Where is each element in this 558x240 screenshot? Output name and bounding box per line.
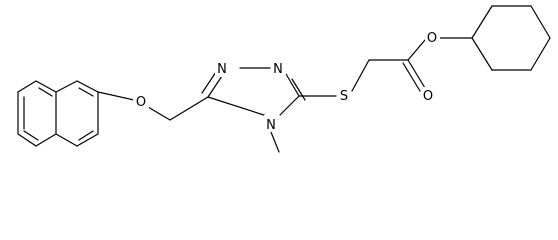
- bond: [530, 37, 551, 71]
- bond: [169, 96, 209, 121]
- atom-label-nitrogen-n4: N: [266, 118, 276, 133]
- molecule-structure-diagram: O N N N S O O: [17, 5, 551, 153]
- bond: [279, 95, 300, 116]
- atom-label-nitrogen-n2: N: [273, 62, 283, 77]
- bond: [351, 59, 370, 92]
- bond: [55, 133, 78, 147]
- atom-label-oxygen-carbonyl: O: [423, 89, 433, 104]
- bond: [76, 133, 99, 147]
- bond: [471, 37, 493, 71]
- bond: [55, 80, 78, 93]
- atom-label-sulfur: S: [340, 89, 348, 104]
- atom-label-nitrogen-n1: N: [217, 62, 227, 77]
- bond: [207, 75, 223, 98]
- bond: [530, 5, 551, 39]
- bonds: [17, 5, 551, 153]
- bond: [17, 80, 37, 93]
- bond: [76, 80, 99, 93]
- bond-double: [78, 130, 94, 141]
- bond-double: [201, 71, 217, 94]
- bond: [35, 133, 57, 147]
- bond: [35, 80, 57, 93]
- bond: [270, 131, 280, 153]
- atom-labels: O N N N S O O: [133, 30, 440, 133]
- bond: [407, 59, 426, 89]
- bond-double: [23, 130, 39, 141]
- bond: [147, 106, 171, 121]
- bond-double: [38, 87, 53, 97]
- bond: [17, 133, 37, 147]
- bond: [471, 5, 493, 39]
- atom-label-oxygen-ester: O: [427, 31, 437, 46]
- bond: [207, 96, 271, 118]
- bond-double: [78, 87, 94, 97]
- structure-canvas: O N N N S O O: [17, 5, 551, 153]
- bond: [285, 73, 300, 97]
- atom-label-oxygen-ether: O: [136, 95, 146, 110]
- bond: [97, 91, 135, 101]
- bond: [407, 39, 426, 61]
- bond-double: [402, 62, 421, 92]
